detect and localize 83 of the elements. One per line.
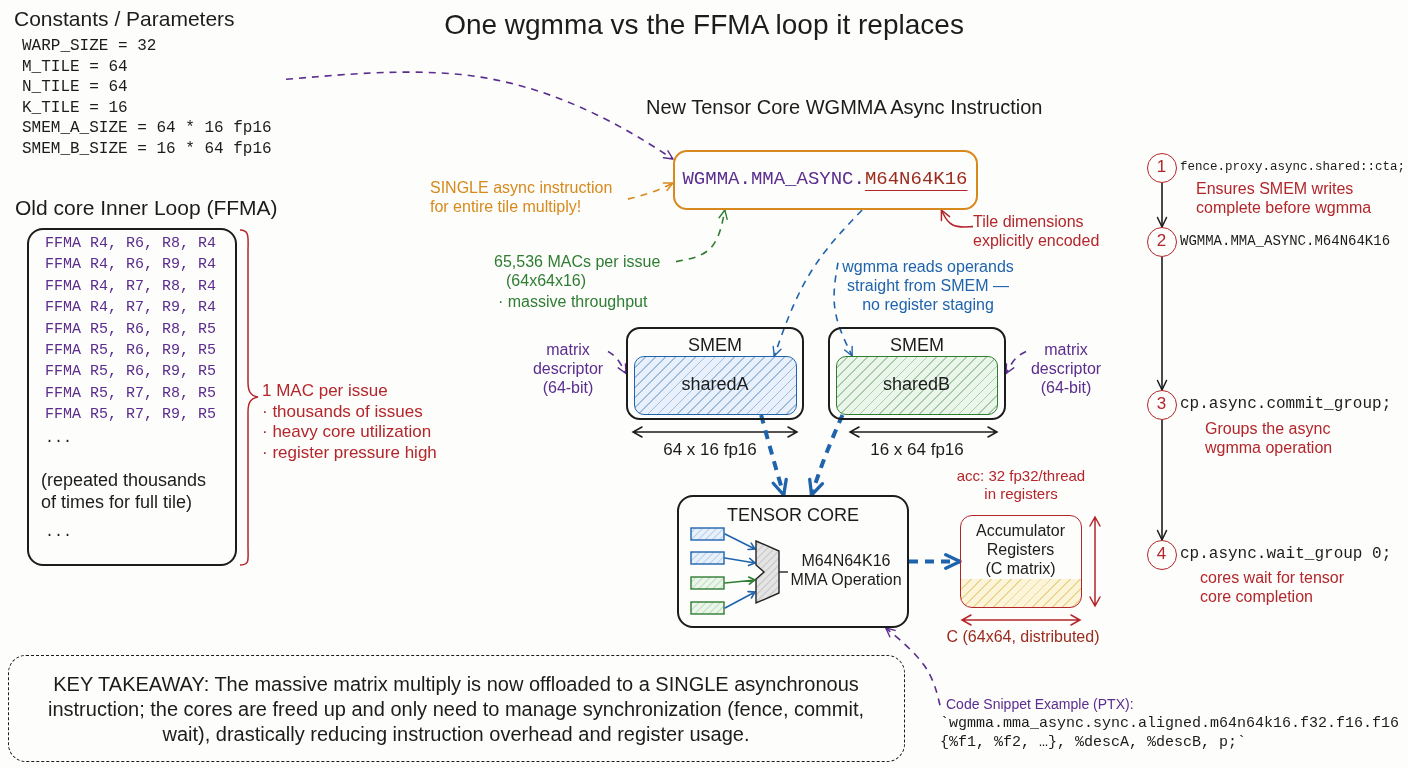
takeaway-box (8, 655, 905, 762)
dashed-arrow (833, 261, 853, 357)
step-number: 2 (1155, 231, 1168, 252)
code-snippet: `wgmma.mma_async.sync.aligned.m64n64k16.f32.f16.f16 {%f1, %f2, …}, %descA, %descB, p;` (940, 715, 1401, 753)
code-line: FFMA R4, R6, R8, R4 (45, 235, 218, 253)
register-box (960, 515, 1082, 608)
dashed-arrow (885, 627, 941, 707)
code-line: cp.async.commit_group; (1180, 395, 1393, 415)
arrow (1156, 256, 1168, 391)
arrow (1156, 419, 1168, 541)
shared-tile (836, 356, 998, 415)
takeaway-text: KEY TAKEAWAY: The massive matrix multiply is now offloaded to a SINGLE asynchronous instruction; the cores are freed up and only need to manage synchronization (fence, commit, wait), drastically reducing instruction overhead and register usage. (47, 671, 865, 746)
code-line: K_TILE = 16 (22, 98, 129, 118)
code-line: SMEM_B_SIZE = 16 * 64 fp16 (22, 139, 273, 159)
dashed-arrow (675, 209, 728, 263)
annotation: Groups the async wgmma operation (1205, 419, 1334, 458)
section-heading: Constants / Parameters (14, 6, 236, 32)
dashed-arrow (1005, 350, 1027, 375)
code-line: FFMA R5, R6, R9, R5 (45, 363, 218, 382)
box-heading: SMEM (889, 335, 945, 357)
note-text: · heavy core utilization (262, 422, 433, 443)
annotation: 65,536 MACs per issue (64x64x16) (494, 252, 662, 291)
box-heading: SMEM (687, 335, 743, 357)
dashed-arrow (808, 414, 845, 497)
code-line: SMEM_A_SIZE = 64 * 16 fp16 (22, 119, 273, 139)
operation-label: M64N64K16 MMA Operation (789, 551, 903, 590)
code-line: ... (45, 430, 73, 448)
snippet-heading: Code Snippet Example (PTX): (946, 696, 1135, 713)
dashed-arrow (627, 182, 674, 200)
annotation: matrix descriptor (64-bit) (1026, 340, 1106, 398)
note-text: · register pressure high (262, 442, 438, 463)
code-line: fence.proxy.async.shared::cta; (1180, 160, 1407, 175)
code-line: FFMA R5, R7, R9, R5 (45, 406, 218, 425)
box-heading: TENSOR CORE (726, 505, 860, 527)
dimension-label: 64 x 16 fp16 (662, 440, 758, 461)
code-line: ... (45, 524, 73, 542)
annotation: Ensures SMEM writes complete before wgmma (1196, 179, 1373, 218)
diagram-title: One wgmma vs the FFMA loop it replaces (443, 8, 965, 42)
annotation: · massive throughput (498, 292, 649, 312)
annotation: wgmma reads operands straight from SMEM — no register staging (838, 257, 1018, 315)
dashed-arrow (285, 71, 674, 160)
note-text: 1 MAC per issue (262, 381, 389, 402)
box-label: (C matrix) (984, 559, 1057, 579)
note-text: (repeated thousands of times for full tile) (41, 470, 208, 514)
dashed-arrow (909, 553, 962, 570)
dashed-arrow (607, 350, 627, 375)
code-line: WGMMA.MMA_ASYNC.M64N64K16 (1180, 233, 1392, 250)
arrow (940, 209, 974, 228)
annotation: SINGLE async instruction for entire tile multiply! (430, 178, 628, 217)
code-line: FFMA R5, R6, R9, R5 (45, 342, 218, 360)
code-line: M_TILE = 64 (22, 57, 129, 77)
annotation: matrix descriptor (64-bit) (528, 340, 608, 398)
annotation: acc: 32 fp32/thread in registers (955, 467, 1087, 503)
code-line: FFMA R4, R6, R9, R4 (45, 256, 218, 275)
code-line: FFMA R4, R7, R8, R4 (45, 277, 218, 296)
code-line: FFMA R4, R7, R9, R4 (45, 299, 218, 318)
code-line: cp.async.wait_group 0; (1180, 545, 1393, 565)
dashed-arrow (759, 414, 788, 497)
dashed-arrow (772, 209, 863, 357)
step-number: 3 (1155, 394, 1168, 415)
annotation: cores wait for tensor core completion (1200, 568, 1346, 607)
memory-box (828, 327, 1006, 420)
arrow (1156, 182, 1168, 228)
shared-tile (634, 356, 797, 415)
instruction-text: WGMMA.MMA_ASYNC.M64N64K16 (681, 168, 969, 191)
memory-box (626, 327, 804, 420)
code-line: FFMA R5, R6, R8, R5 (45, 320, 218, 339)
tile-label: sharedB (881, 374, 951, 396)
instruction-box (673, 150, 978, 210)
step-number: 4 (1155, 544, 1168, 565)
step-number: 1 (1155, 157, 1168, 178)
tensor-core-box (677, 495, 909, 628)
dimension-label: 16 x 64 fp16 (869, 440, 965, 461)
code-line: N_TILE = 64 (22, 78, 129, 98)
box-label: Accumulator Registers (975, 521, 1066, 560)
tile-label: sharedA (680, 374, 750, 396)
section-heading: Old core Inner Loop (FFMA) (15, 195, 279, 221)
dimension-label: C (64x64, distributed) (945, 627, 1101, 647)
code-line: FFMA R5, R7, R8, R5 (45, 384, 218, 403)
section-heading: New Tensor Core WGMMA Async Instruction (646, 95, 1044, 119)
note-text: · thousands of issues (262, 401, 424, 422)
annotation: Tile dimensions explicitly encoded (973, 212, 1108, 251)
code-line: WARP_SIZE = 32 (22, 37, 158, 57)
